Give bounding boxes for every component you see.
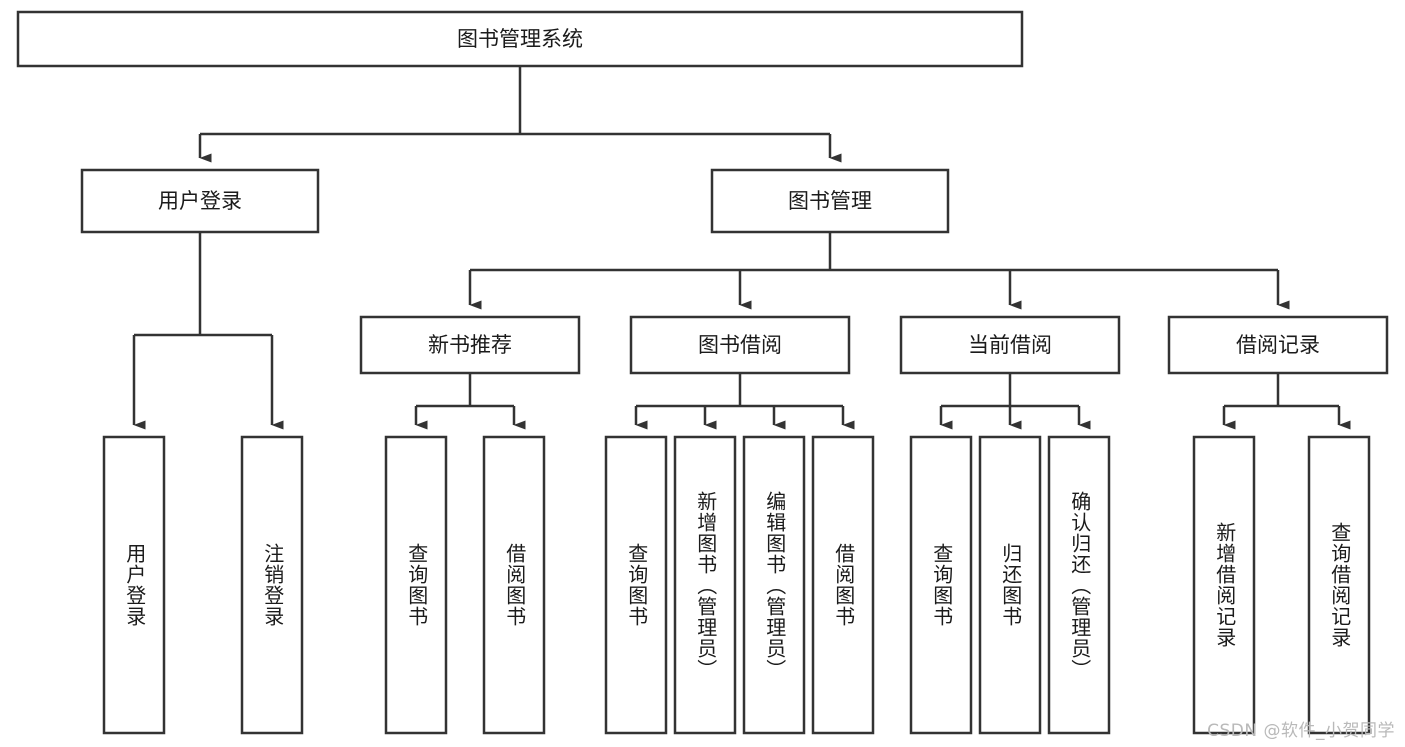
node-new-book-recommend-box[interactable] xyxy=(359,315,581,375)
node-leaf-borrow-book-1-box[interactable] xyxy=(482,435,546,735)
label-book-management: 图书管理 xyxy=(788,189,872,213)
label-user-login: 用户登录 xyxy=(158,189,242,213)
node-leaf-query-book-3-box[interactable] xyxy=(909,435,973,735)
node-leaf-return-book-box[interactable] xyxy=(978,435,1042,735)
node-book-management-system-box[interactable] xyxy=(16,10,1024,68)
node-leaf-edit-book-box[interactable] xyxy=(742,435,806,735)
label-book-management-system: 图书管理系统 xyxy=(457,27,583,51)
label-new-book-recommend: 新书推荐 xyxy=(428,333,512,357)
label-borrow-record: 借阅记录 xyxy=(1236,333,1320,357)
node-borrow-record-box[interactable] xyxy=(1167,315,1389,375)
node-leaf-query-book-2-box[interactable] xyxy=(604,435,668,735)
node-leaf-add-book-box[interactable] xyxy=(673,435,737,735)
node-leaf-add-record-box[interactable] xyxy=(1192,435,1256,735)
node-current-borrow-box[interactable] xyxy=(899,315,1121,375)
node-leaf-query-record-box[interactable] xyxy=(1307,435,1371,735)
node-leaf-user-login-box[interactable] xyxy=(102,435,166,735)
node-leaf-borrow-book-2-box[interactable] xyxy=(811,435,875,735)
node-leaf-logout-login-box[interactable] xyxy=(240,435,304,735)
node-book-borrow-box[interactable] xyxy=(629,315,851,375)
node-book-management-box[interactable] xyxy=(710,168,950,234)
node-leaf-confirm-return-box[interactable] xyxy=(1047,435,1111,735)
label-current-borrow: 当前借阅 xyxy=(968,333,1052,357)
node-leaf-query-book-1-box[interactable] xyxy=(384,435,448,735)
label-book-borrow: 图书借阅 xyxy=(698,333,782,357)
csdn-watermark: CSDN @软件_小贺同学 xyxy=(1207,721,1395,741)
